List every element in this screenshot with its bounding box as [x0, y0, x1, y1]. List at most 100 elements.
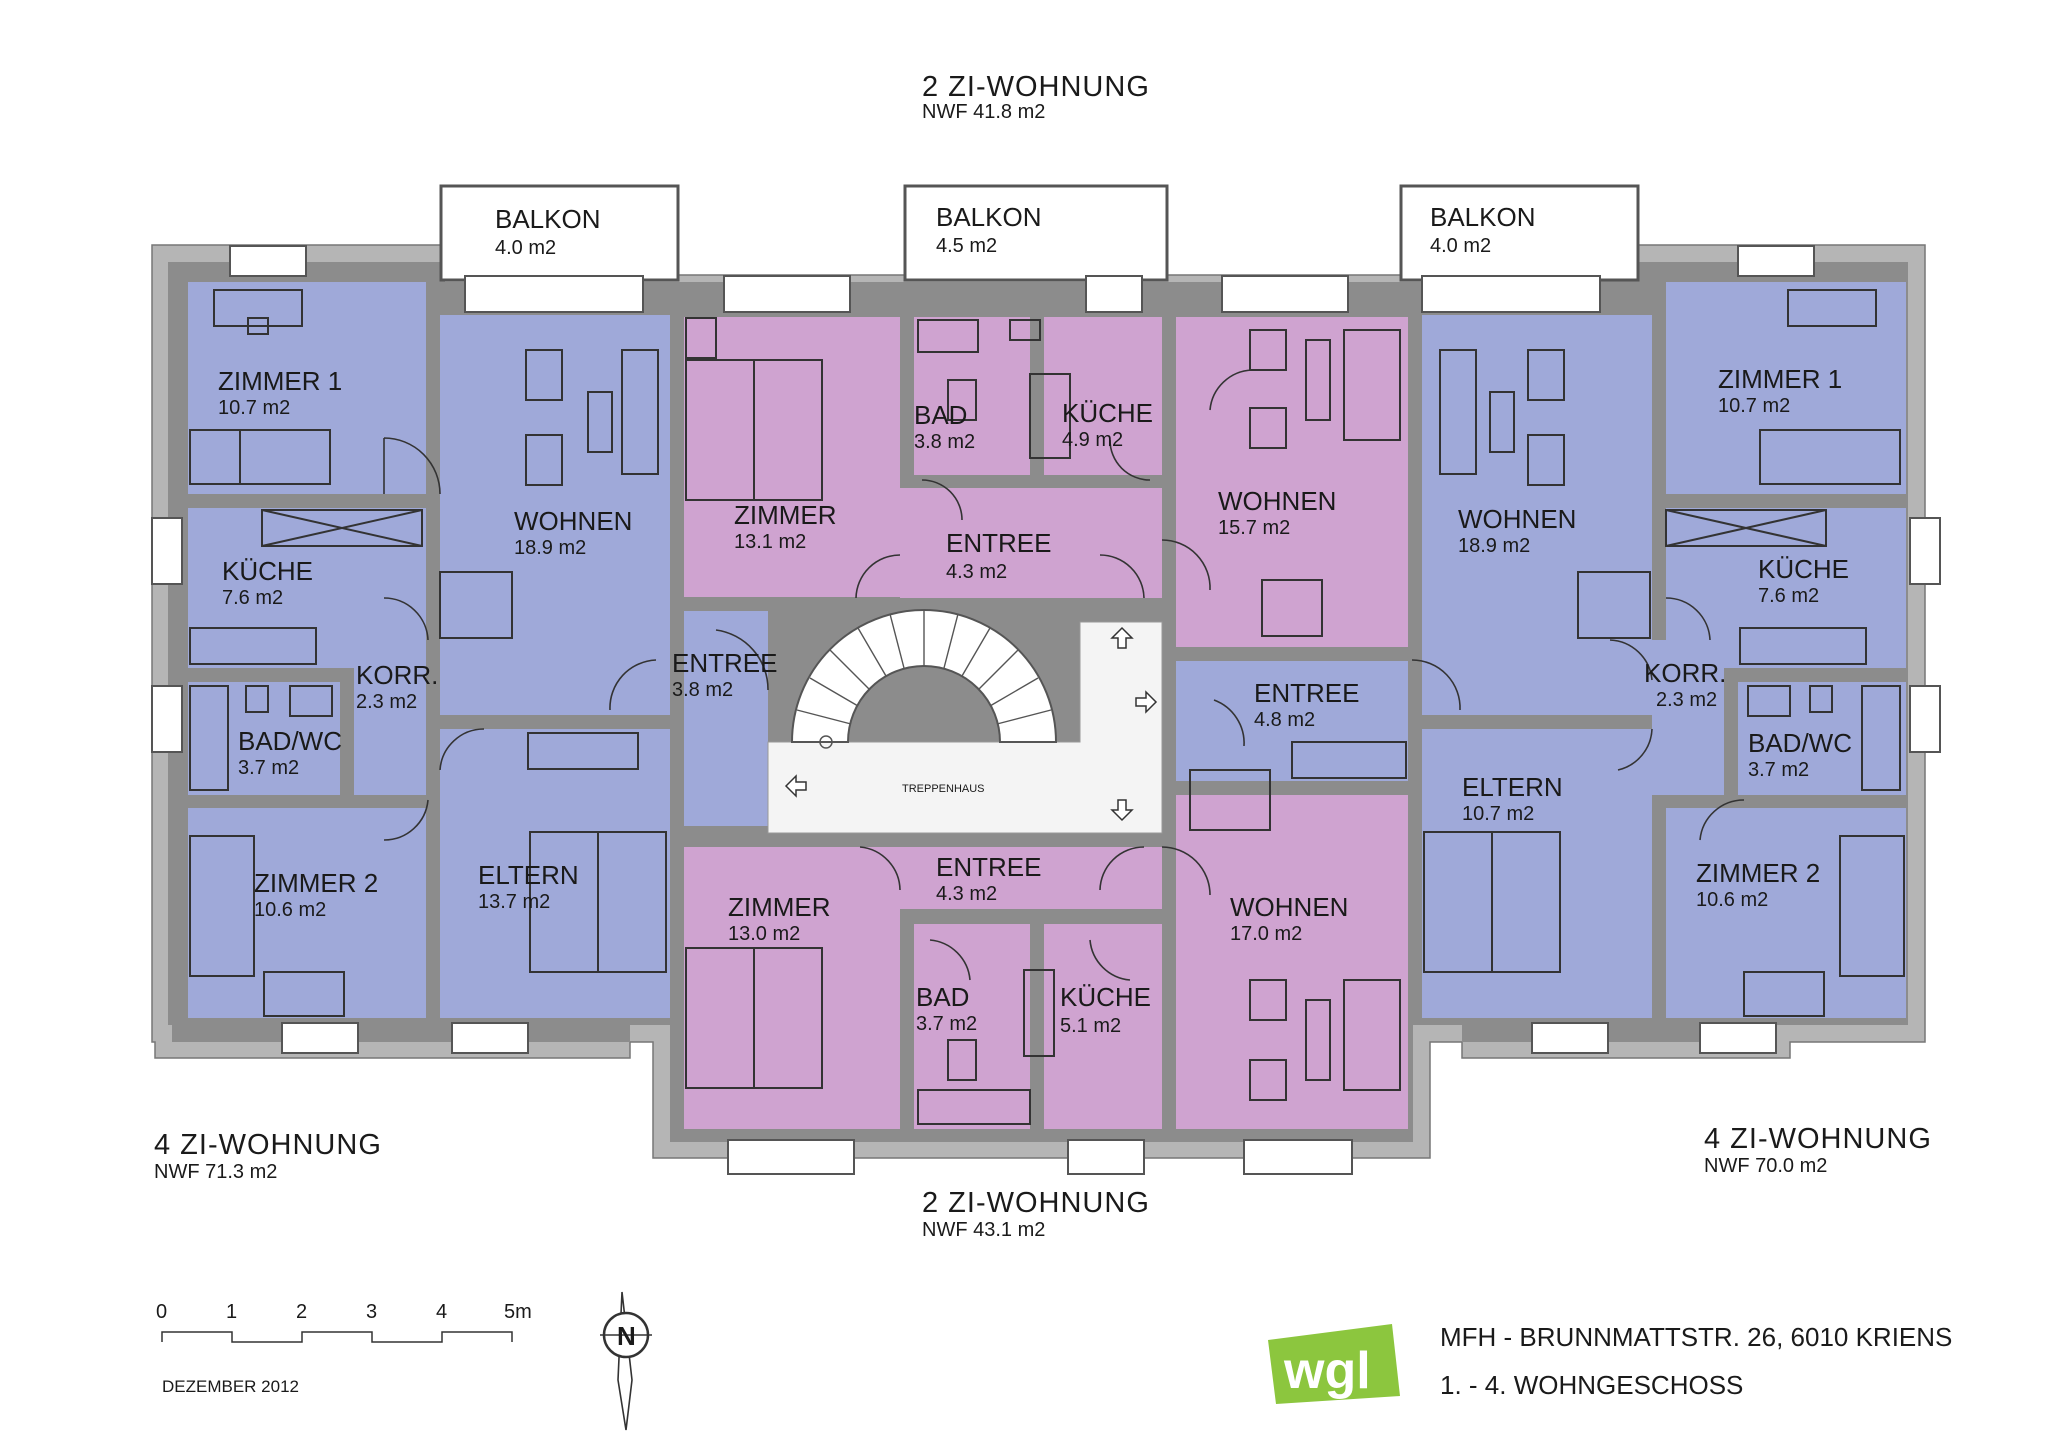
logo-text: wgl — [1283, 1342, 1371, 1400]
scale-tick-4: 4 — [436, 1301, 447, 1323]
nwf-bottom-apartment: NWF 43.1 m2 — [922, 1219, 1045, 1241]
label-entree-bottom-area: 4.3 m2 — [936, 883, 997, 905]
room-zimmer2-left — [188, 808, 426, 1018]
label-kueche-top-name: KÜCHE — [1062, 398, 1153, 428]
room-badwc-left — [188, 682, 340, 795]
label-kueche-right-area: 7.6 m2 — [1758, 585, 1819, 607]
label-zimmer-bottom-name: ZIMMER — [728, 892, 831, 922]
label-balkon-left-name: BALKON — [495, 204, 601, 234]
room-entree-bottom — [900, 847, 1162, 909]
room-entree-mid-left — [684, 611, 768, 826]
label-korr-right-name: KORR. — [1644, 658, 1726, 688]
label-eltern-left-area: 13.7 m2 — [478, 891, 550, 913]
label-bad-bottom-area: 3.7 m2 — [916, 1013, 977, 1035]
label-zimmer-bottom-area: 13.0 m2 — [728, 923, 800, 945]
project-address: MFH - BRUNNMATTSTR. 26, 6010 KRIENS — [1440, 1322, 1952, 1352]
room-eltern-right — [1422, 729, 1652, 1018]
scale-bar: 0 1 2 3 4 5m DEZEMBER 2012 — [156, 1301, 532, 1396]
room-kueche-top — [1044, 317, 1162, 475]
room-korr-left — [354, 640, 426, 795]
room-korr-right — [1652, 640, 1724, 795]
label-zimmer2-left-area: 10.6 m2 — [254, 899, 326, 921]
label-wohnen-left-name: WOHNEN — [514, 506, 632, 536]
apartment-bottom-rooms — [684, 795, 1408, 1129]
label-badwc-right-area: 3.7 m2 — [1748, 759, 1809, 781]
room-kueche-bottom — [1044, 924, 1162, 1129]
label-korr-left-name: KORR. — [356, 660, 438, 690]
label-zimmer1-right-name: ZIMMER 1 — [1718, 364, 1842, 394]
label-kueche-top-area: 4.9 m2 — [1062, 429, 1123, 451]
label-kueche-left-name: KÜCHE — [222, 556, 313, 586]
room-wohnen-top — [1176, 317, 1408, 647]
room-zimmer-top — [684, 317, 900, 597]
label-badwc-left-area: 3.7 m2 — [238, 757, 299, 779]
scale-tick-5: 5m — [504, 1301, 532, 1323]
room-wohnen-right — [1422, 315, 1652, 715]
label-zimmer-top-name: ZIMMER — [734, 500, 837, 530]
label-wohnen-bottom-name: WOHNEN — [1230, 892, 1348, 922]
label-badwc-right-name: BAD/WC — [1748, 728, 1852, 758]
project-info: MFH - BRUNNMATTSTR. 26, 6010 KRIENS 1. -… — [1440, 1322, 1952, 1400]
label-entree-top-area: 4.3 m2 — [946, 561, 1007, 583]
windows — [151, 245, 1941, 1175]
room-wohnen-left — [440, 315, 670, 715]
label-korr-left-area: 2.3 m2 — [356, 691, 417, 713]
scale-tick-3: 3 — [366, 1301, 377, 1323]
room-zimmer1-right — [1666, 282, 1906, 494]
label-balkon-right-area: 4.0 m2 — [1430, 235, 1491, 257]
label-balkon-right-name: BALKON — [1430, 202, 1536, 232]
label-entree-mid-right-name: ENTREE — [1254, 678, 1359, 708]
wgl-logo: wgl — [1268, 1324, 1400, 1404]
plan-date: DEZEMBER 2012 — [162, 1377, 299, 1396]
stair-landing — [767, 621, 1163, 834]
north-arrow-icon: N — [600, 1291, 652, 1431]
label-bad-top-area: 3.8 m2 — [914, 431, 975, 453]
room-labels: BALKON 4.0 m2 BALKON 4.5 m2 BALKON 4.0 m… — [218, 202, 1852, 1037]
room-zimmer1-left — [188, 282, 426, 494]
label-bad-bottom-name: BAD — [916, 982, 969, 1012]
room-zimmer-bottom — [684, 847, 900, 1129]
label-balkon-center-name: BALKON — [936, 202, 1042, 232]
label-eltern-right-area: 10.7 m2 — [1462, 803, 1534, 825]
label-eltern-right-name: ELTERN — [1462, 772, 1563, 802]
room-wohnen-bottom — [1176, 795, 1408, 1129]
room-bad-top — [914, 317, 1030, 475]
label-wohnen-top-area: 15.7 m2 — [1218, 517, 1290, 539]
label-zimmer2-right-area: 10.6 m2 — [1696, 889, 1768, 911]
label-entree-mid-right-area: 4.8 m2 — [1254, 709, 1315, 731]
room-badwc-right — [1738, 682, 1906, 795]
apartment-left-rooms — [188, 282, 670, 1018]
label-bad-top-name: BAD — [914, 400, 967, 430]
doors — [383, 369, 1745, 981]
label-wohnen-bottom-area: 17.0 m2 — [1230, 923, 1302, 945]
label-zimmer1-right-area: 10.7 m2 — [1718, 395, 1790, 417]
scale-tick-1: 1 — [226, 1301, 237, 1323]
room-entree-top — [900, 488, 1162, 598]
label-zimmer1-left-name: ZIMMER 1 — [218, 366, 342, 396]
apartment-right-rooms — [1422, 282, 1906, 1018]
label-kueche-bottom-name: KÜCHE — [1060, 982, 1151, 1012]
label-wohnen-top-name: WOHNEN — [1218, 486, 1336, 516]
north-label: N — [617, 1321, 636, 1351]
label-treppenhaus: TREPPENHAUS — [902, 783, 985, 795]
nwf-right-apartment: NWF 70.0 m2 — [1704, 1155, 1827, 1177]
label-balkon-left-area: 4.0 m2 — [495, 237, 556, 259]
label-entree-bottom-name: ENTREE — [936, 852, 1041, 882]
room-zimmer2-right — [1666, 808, 1906, 1018]
room-eltern-left — [440, 729, 670, 1018]
label-korr-right-area: 2.3 m2 — [1656, 689, 1717, 711]
label-entree-mid-left-name: ENTREE — [672, 648, 777, 678]
balcony-right — [1399, 184, 1640, 282]
label-eltern-left-name: ELTERN — [478, 860, 579, 890]
furniture — [189, 289, 1905, 1125]
title-left-apartment: 4 ZI-WOHNUNG — [154, 1129, 382, 1161]
scale-tick-0: 0 — [156, 1301, 167, 1323]
label-zimmer2-left-name: ZIMMER 2 — [254, 868, 378, 898]
scale-tick-2: 2 — [296, 1301, 307, 1323]
label-kueche-left-area: 7.6 m2 — [222, 587, 283, 609]
balcony-left — [439, 184, 680, 282]
label-kueche-bottom-area: 5.1 m2 — [1060, 1015, 1121, 1037]
label-zimmer1-left-area: 10.7 m2 — [218, 397, 290, 419]
label-kueche-right-name: KÜCHE — [1758, 554, 1849, 584]
